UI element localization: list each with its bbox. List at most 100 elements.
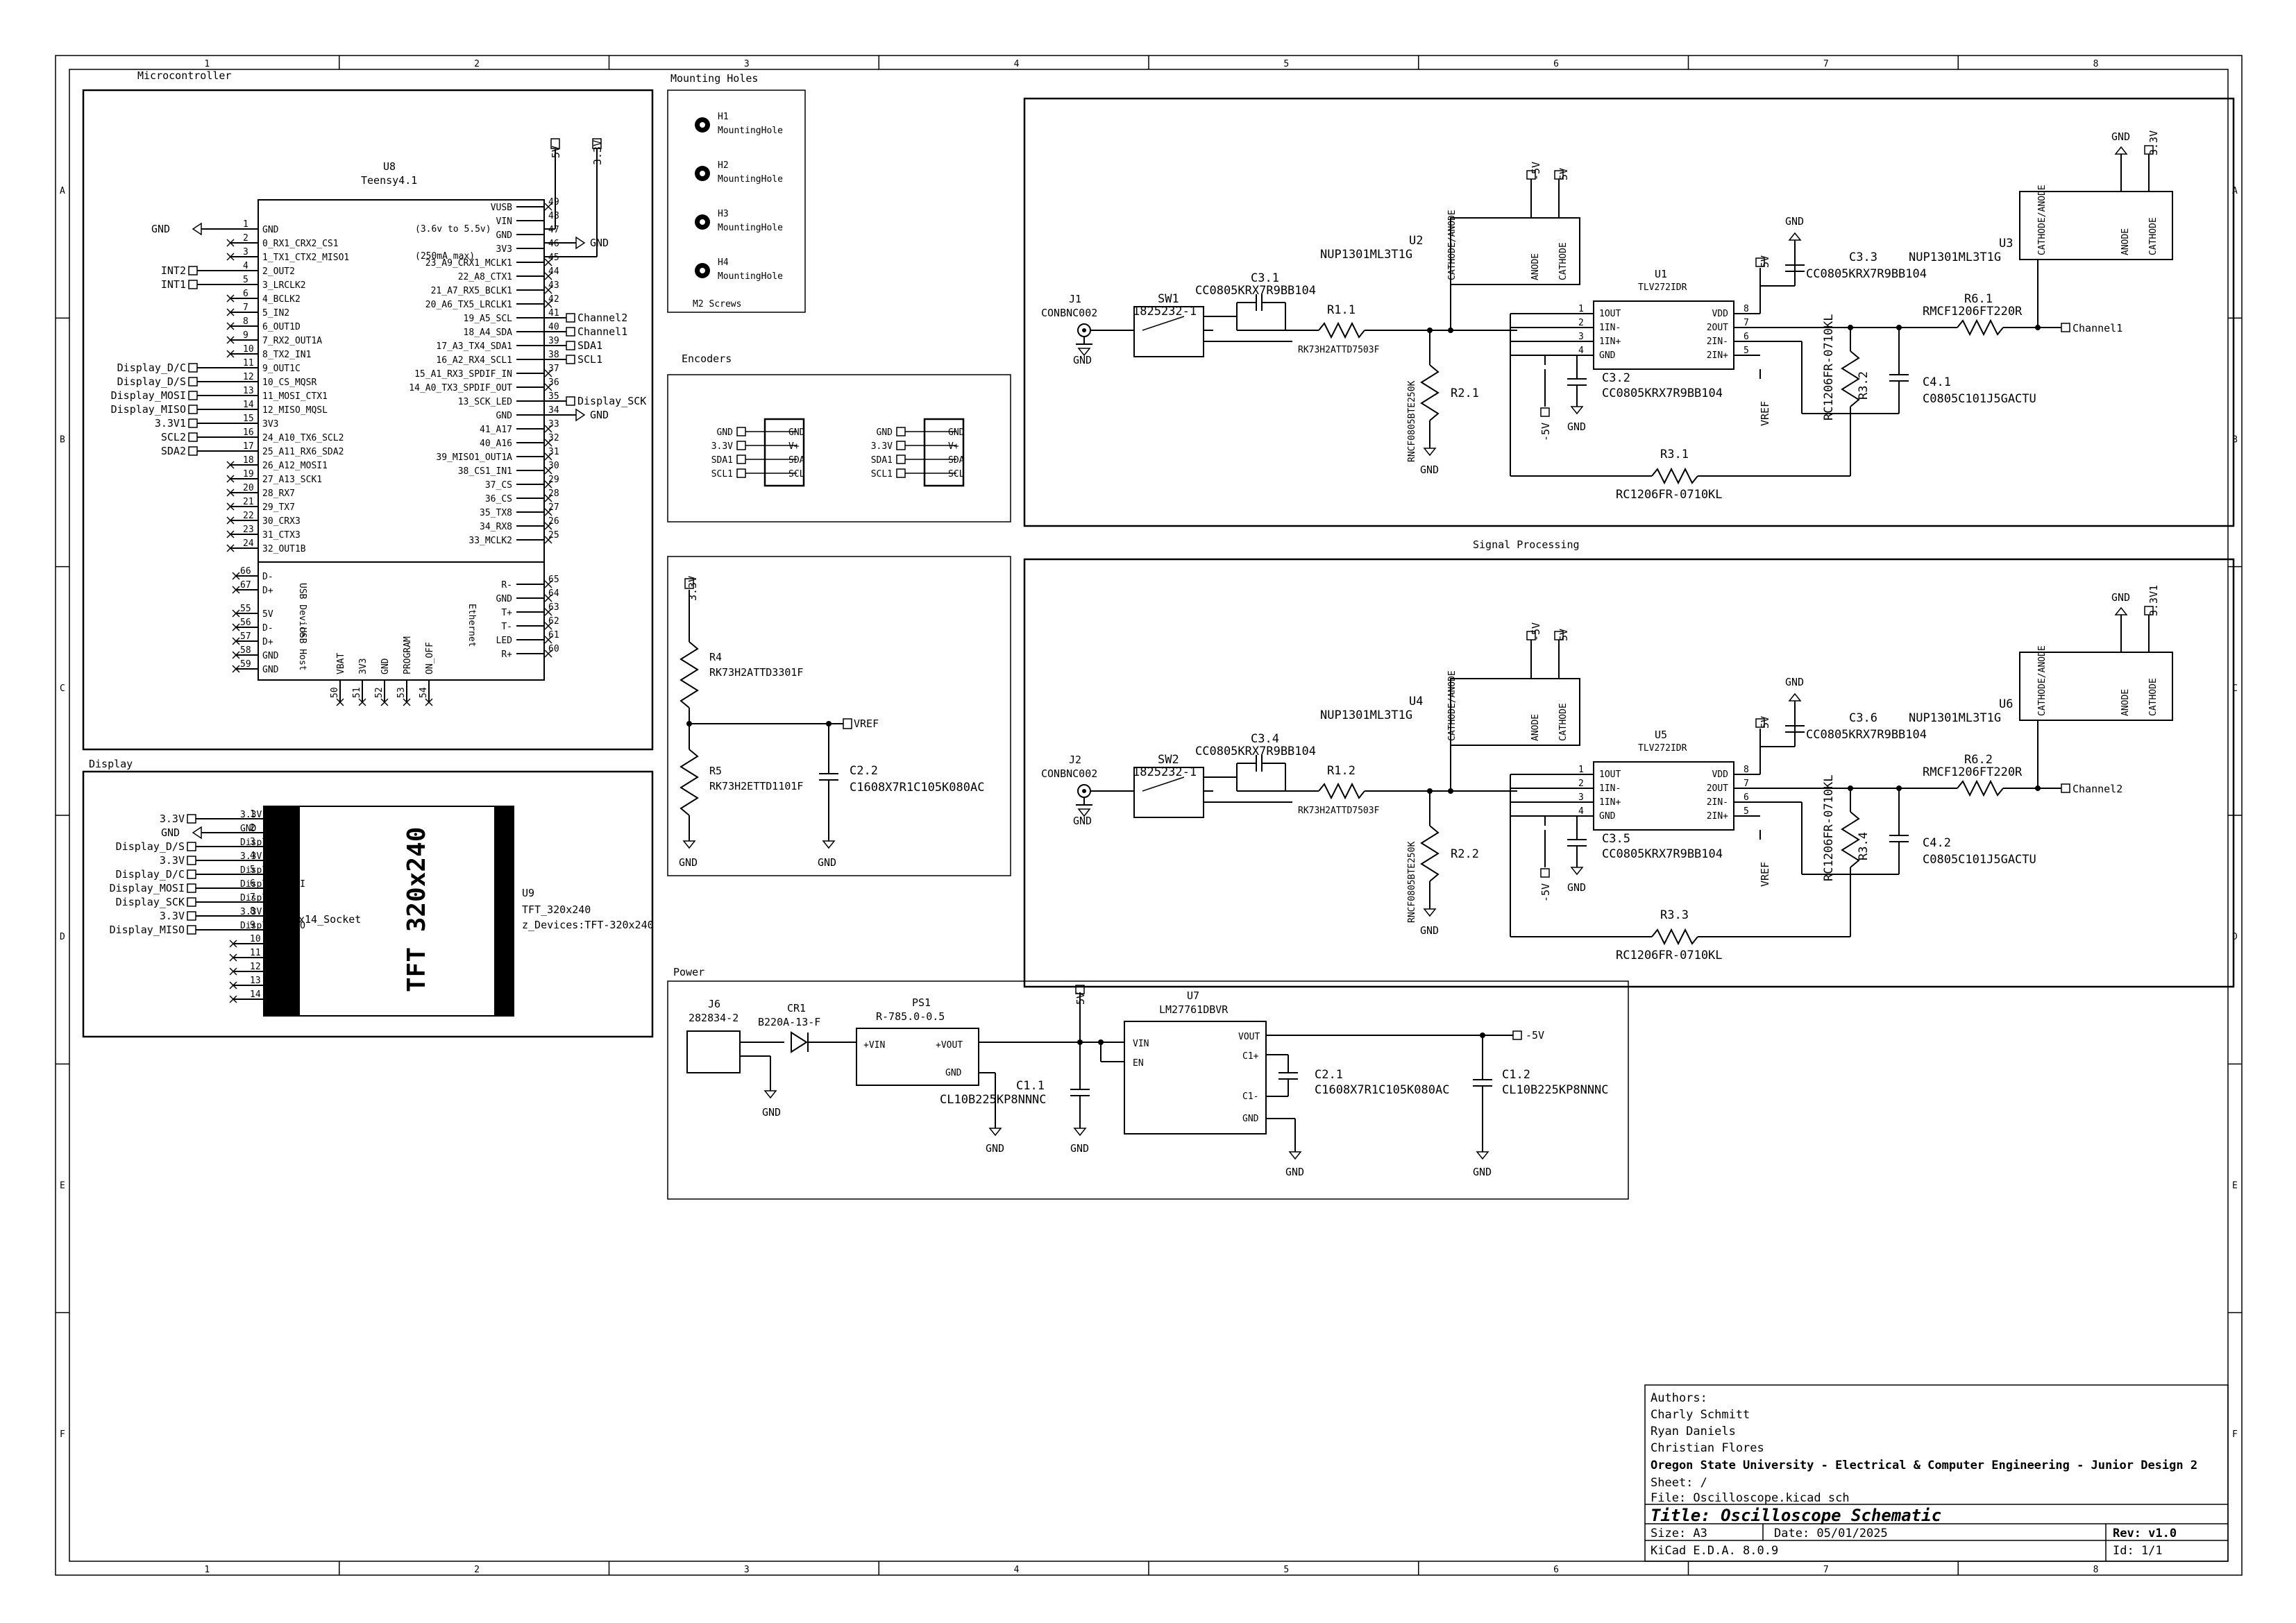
pin-number: 3 [250,837,255,847]
pin-number: 2 [243,233,248,244]
section-mounting-holes: Mounting Holes H1MountingHoleH2MountingH… [667,72,806,313]
c22-ref: C2.2 [850,764,878,778]
id-line: Id: 1/1 [2113,1544,2163,1558]
pin-number: 41 [548,308,559,318]
frame-row-label: C [60,683,65,694]
pin-number: 60 [548,644,559,654]
u7-gnd: GND [1285,1166,1304,1178]
net-label: SDA1 [711,455,733,466]
pin-number: 8 [1744,765,1749,775]
pin-name: CATHODE/ANODE [2037,185,2048,255]
section-power: Power J6 282834-2 GND CR1 B220A-13-F PS1… [667,966,1629,1200]
pin-name: 3V3 [358,658,369,674]
net-label: SDA2 [161,445,186,457]
cr1-value: B220A-13-F [758,1016,820,1028]
pin-number: 11 [250,948,261,958]
pin-name: 24_A10_TX6_SCL2 [262,433,344,443]
pin-number: 9 [243,330,248,341]
pin-number: 7 [1744,779,1749,789]
net-label: 3.3V [240,907,262,917]
pin-number: 49 [548,197,559,207]
ps1-pin: +VIN [863,1040,885,1051]
pin-name: 19_A5_SCL [464,314,513,324]
pin-name: 27_A13_SCK1 [262,475,322,485]
pin-name: 3V3 [496,244,512,255]
pin-number: 3 [1578,332,1584,342]
socket-label: x14_Socket [298,913,361,926]
pin-name: 34_RX8 [480,522,512,532]
resistor-ref: R3.2 [1857,371,1871,400]
pin-name: D+ [262,637,273,647]
pin-name: 40_A16 [480,439,512,449]
cap-ref: C3.5 [1602,832,1630,846]
pin-number: 35 [548,391,559,402]
pin-number: 56 [240,618,251,628]
c11-gnd: GND [1070,1142,1089,1155]
pin-number: 11 [243,358,254,368]
pin-number: 7 [1744,318,1749,328]
section-channel-2: GNDJ2CONBNC002SW21825232-1C3.4CC0805KRX7… [1023,558,2235,988]
pin-name: 2IN+ [1707,350,1728,361]
net-label: Display_D/C [116,868,185,881]
r5-value: RK73H2ETTD1101F [709,780,803,792]
conn-value: CONBNC002 [1041,307,1097,319]
author: Charly Schmitt [1651,1408,1750,1422]
frame-row-label: D [2232,932,2238,942]
pin-number: 4 [1578,346,1584,356]
net-label: 3.3V [160,813,185,825]
net-label: INT2 [161,264,186,277]
pin-name: V+ [788,441,800,452]
resistor-value: RMCF1206FT220R [1923,765,2023,779]
cap-value: CC0805KRX7R9BB104 [1602,847,1723,861]
net-label: Display_MISO [111,403,186,416]
net-label: 3.3V [240,810,262,820]
usb-host-label: USB Host [297,627,307,671]
resistor-ref: R1.2 [1327,764,1356,778]
frame-column-label: 1 [204,1565,210,1575]
pin-number: 48 [548,211,559,221]
u7-value: LM27761DBVR [1159,1003,1229,1016]
u7-pin: GND [1242,1114,1259,1124]
j6-value: 282834-2 [689,1012,738,1024]
pin-number: 1 [1578,304,1584,314]
prot-value: NUP1301ML3T1G [1909,250,2001,264]
pin-name: 3_LRCLK2 [262,280,306,291]
frame-column-label: 2 [474,1565,480,1575]
net-label: Display_SCK [116,896,185,908]
pin-name: V+ [948,441,959,452]
vin-note: (3.6v to 5.5v) [415,224,491,235]
resistor-ref: R6.2 [1964,753,1993,767]
ps1-gnd: GND [986,1142,1004,1155]
pin-label: MOSI [271,886,286,893]
pin-number: 15 [243,414,254,424]
pin-number: 28 [548,488,559,499]
pin-number: 6 [243,289,248,299]
frame-column-label: 8 [2093,59,2099,69]
pin-name: GND [1599,811,1616,822]
pin-number: 57 [240,631,251,642]
pin-name: SDA [948,455,965,466]
pin-number: 6 [1744,332,1749,342]
cap-ref: C3.2 [1602,371,1630,385]
c21-value: C1608X7R1C105K080AC [1315,1083,1449,1097]
prot-ref: U2 [1409,234,1423,248]
pin-number: 2 [1578,318,1584,328]
pin-number: 6 [250,878,255,889]
cap-ref: C3.4 [1251,732,1279,746]
pin-number: 58 [240,645,251,656]
pin-name: 5_IN2 [262,308,289,318]
pin-number: 5 [1744,806,1749,817]
pin-number: 16 [243,427,254,438]
pin-name: GND [380,658,391,674]
hole-value: MountingHole [718,271,783,282]
hole-value: MountingHole [718,126,783,136]
pin-number: 12 [250,962,261,972]
cap-value: CC0805KRX7R9BB104 [1806,267,1927,281]
pin-number: 5 [250,865,255,875]
pin-number: 40 [548,322,559,332]
gnd-label: GND [1073,815,1092,827]
vin-5v-label: 5V [550,146,562,158]
pin-name: GND [496,594,513,604]
pin-name: ANODE [1530,714,1541,741]
pin-number: 53 [396,687,407,698]
